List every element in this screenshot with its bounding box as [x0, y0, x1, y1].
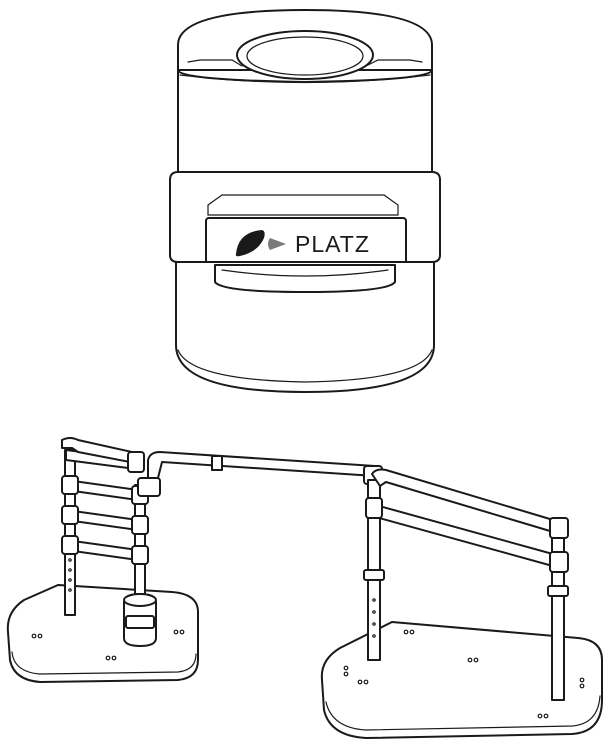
right-connectors: [363, 497, 569, 597]
bridge-coupler: [211, 455, 223, 471]
left-post-rear: [64, 449, 76, 616]
lower-body: [175, 261, 435, 393]
bridge-rail: [147, 451, 376, 479]
lid-notch-left: [187, 59, 243, 67]
brand-label: PLATZ: [295, 231, 370, 257]
left-elbow: [137, 477, 161, 497]
upper-body-rim: [179, 74, 431, 84]
right-post-left-holes: [372, 598, 376, 638]
right-base-edge: [325, 695, 601, 731]
left-corner-joint: [127, 451, 145, 473]
brand-logo-dark: [235, 230, 265, 257]
upper-body: [177, 69, 433, 179]
strap-slot: [207, 194, 399, 216]
weight-container: PLATZ: [169, 9, 441, 393]
handrail-assembly: [6, 437, 603, 739]
left-base-edge: [11, 651, 197, 675]
lower-grip-inner: [221, 269, 389, 277]
left-post-rear-holes: [68, 558, 72, 592]
left-base-plate: [6, 584, 199, 683]
lower-grip: [214, 264, 396, 293]
right-upper-rail: [371, 468, 561, 535]
brand-logo-light: [268, 238, 286, 250]
base-rim: [177, 349, 433, 383]
left-base-holes: [31, 629, 185, 661]
right-base-holes: [343, 629, 585, 719]
mounted-weight: [123, 593, 157, 647]
lid-notch-right: [365, 59, 423, 67]
lid-handle: [236, 30, 374, 80]
lid-handle-inner: [246, 36, 364, 76]
right-base-plate: [320, 621, 603, 739]
